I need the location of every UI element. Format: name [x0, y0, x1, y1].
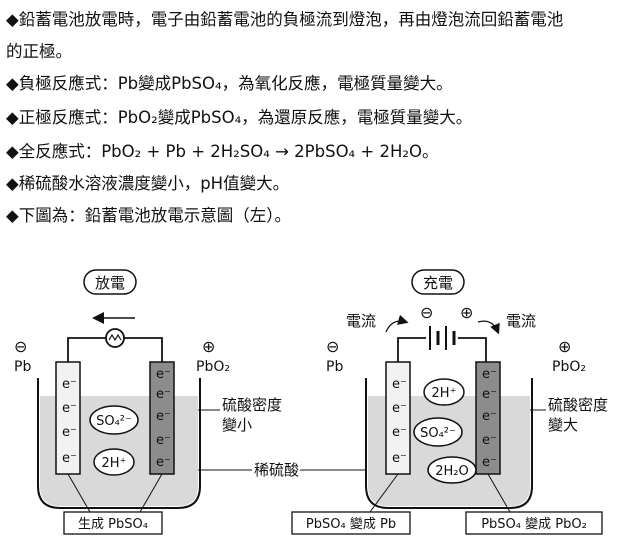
text-line-3: ◆負極反應式：Pb變成PbSO₄，為氧化反應，電極質量變大。 [6, 74, 453, 93]
svg-text:e⁻: e⁻ [156, 387, 171, 402]
pb-label-right: Pb [326, 359, 343, 375]
pbso4-to-pb-label: PbSO₄ 變成 Pb [306, 516, 396, 532]
svg-text:e⁻: e⁻ [482, 367, 497, 382]
pbo2-label-left: PbO₂ [196, 359, 230, 375]
h-ion-label: 2H⁺ [102, 456, 127, 471]
svg-text:e⁻: e⁻ [482, 433, 497, 448]
pb-electrode-discharge [55, 361, 81, 475]
text-line-6: ◆稀硫酸水溶液濃度變小，pH值變大。 [6, 174, 290, 193]
svg-text:e⁻: e⁻ [62, 451, 77, 466]
svg-text:e⁻: e⁻ [482, 455, 497, 470]
so4-ion-label-charge: SO₄²⁻ [420, 426, 456, 441]
text-line-4: ◆正極反應式：PbO₂變成PbSO₄，為還原反應，電極質量變大。 [6, 108, 473, 127]
text-line-5: ◆全反應式：PbO₂ + Pb + 2H₂SO₄ → 2PbSO₄ + 2H₂O… [6, 142, 439, 161]
current-label-left: 電流 [346, 312, 376, 330]
current-arrow-right [477, 320, 500, 335]
text-line-2: 的正極。 [6, 42, 72, 61]
acid-density-decrease-2: 變小 [222, 416, 252, 434]
pb-label-left: Pb [14, 359, 31, 375]
pbso4-to-pb-box [291, 511, 411, 535]
svg-text:e⁻: e⁻ [62, 377, 77, 392]
minus-sign-left: ⊖ [14, 337, 27, 356]
bulb-icon [105, 328, 125, 348]
svg-text:e⁻: e⁻ [392, 451, 407, 466]
produce-pbso4-box [63, 511, 163, 535]
acid-density-increase-1: 硫酸密度 [548, 396, 608, 414]
so4-ion-label: SO₄²⁻ [96, 414, 132, 429]
svg-text:e⁻: e⁻ [156, 367, 171, 382]
h2o-label: 2H₂O [435, 464, 469, 479]
discharge-diagram: 放電 e⁻ e⁻ e⁻ e⁻ e⁻ e⁻ e⁻ e⁻ e⁻ SO₄²⁻ 2H⁺ [14, 269, 282, 535]
svg-text:e⁻: e⁻ [482, 409, 497, 424]
dilute-acid-label: 稀硫酸 [254, 461, 299, 479]
svg-text:e⁻: e⁻ [392, 425, 407, 440]
text-line-7: ◆下圖為：鉛蓄電池放電示意圖（左）。 [6, 206, 291, 225]
source-plus-sign: ⊕ [460, 303, 473, 322]
charge-title-box [411, 269, 465, 295]
discharge-beaker [37, 378, 201, 509]
produce-pbso4-label: 生成 PbSO₄ [78, 517, 148, 532]
svg-text:e⁻: e⁻ [482, 387, 497, 402]
acid-density-decrease-1: 硫酸密度 [222, 396, 282, 414]
plus-sign-right: ⊕ [558, 337, 571, 356]
plus-sign-left: ⊕ [202, 337, 215, 356]
pbo2-label-right: PbO₂ [552, 359, 586, 375]
pb-electrode-charge [385, 361, 411, 475]
svg-text:e⁻: e⁻ [392, 401, 407, 416]
charge-diagram: 充電 ⊖ ⊕ 電流 電流 e⁻ e⁻ e⁻ e⁻ e⁻ e⁻ e⁻ e⁻ e⁻ [291, 269, 608, 535]
source-minus-sign: ⊖ [420, 303, 433, 322]
pbso4-to-pbo2-box [465, 511, 603, 535]
current-label-right: 電流 [506, 312, 536, 330]
charge-beaker [365, 378, 533, 509]
svg-text:e⁻: e⁻ [156, 455, 171, 470]
minus-sign-right: ⊖ [326, 337, 339, 356]
pbso4-to-pbo2-label: PbSO₄ 變成 PbO₂ [481, 516, 587, 532]
current-arrow-left [385, 314, 409, 333]
acid-density-increase-2: 變大 [548, 416, 578, 434]
discharge-title: 放電 [95, 274, 125, 292]
h-ion-label-charge: 2H⁺ [432, 386, 457, 401]
svg-text:e⁻: e⁻ [392, 377, 407, 392]
svg-text:e⁻: e⁻ [156, 433, 171, 448]
text-line-1: ◆鉛蓄電池放電時，電子由鉛蓄電池的負極流到燈泡，再由燈泡流回鉛蓄電池 [6, 10, 564, 29]
charge-title: 充電 [423, 274, 453, 292]
svg-text:e⁻: e⁻ [62, 425, 77, 440]
svg-text:e⁻: e⁻ [62, 401, 77, 416]
svg-text:e⁻: e⁻ [156, 409, 171, 424]
discharge-title-box [83, 269, 137, 295]
pbo2-electrode-discharge [149, 361, 175, 475]
